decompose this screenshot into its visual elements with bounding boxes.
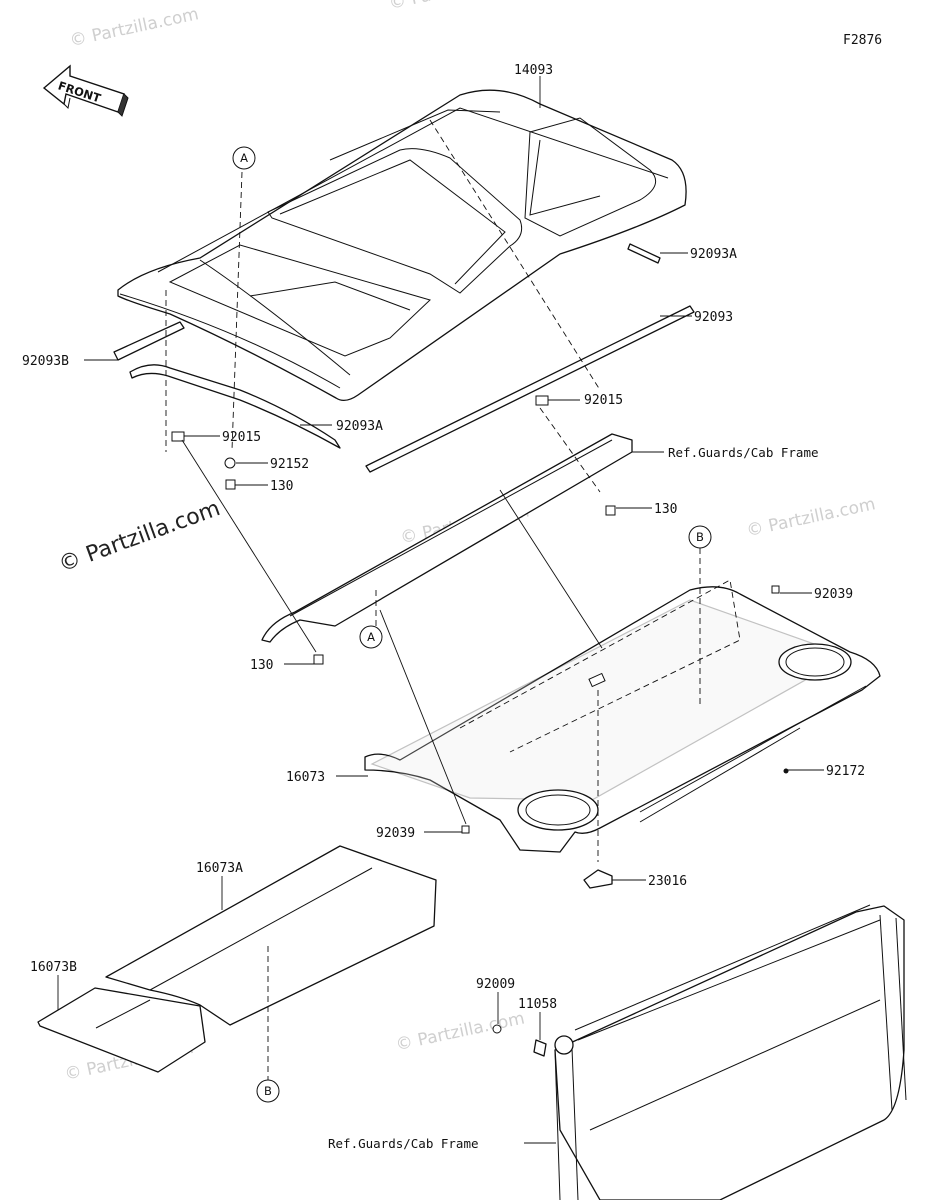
front-arrow-icon: FRONT [42, 64, 129, 117]
ref-guards-cab-frame-lower: Ref.Guards/Cab Frame [328, 1136, 479, 1151]
label-92093: 92093 [694, 310, 733, 325]
plug-icon [783, 768, 789, 774]
label-92172: 92172 [826, 764, 865, 779]
headliner-16073 [364, 579, 881, 853]
label-92039-lower: 92039 [376, 826, 415, 841]
label-23016: 23016 [648, 874, 687, 889]
clip-92015-left-icon [171, 431, 185, 442]
seal-92093a-right [627, 243, 661, 264]
seal-92093 [365, 305, 695, 473]
label-130-lower: 130 [250, 658, 273, 673]
label-11058: 11058 [518, 997, 557, 1012]
headliner-16073b [37, 987, 206, 1073]
label-16073a: 16073A [196, 861, 243, 876]
label-92093a-right: 92093A [690, 247, 737, 262]
watermark: © Partzilla.com [745, 494, 877, 541]
label-92015-right: 92015 [584, 393, 623, 408]
part-labels: 14093 92093A 92093 92093B 92093A 92015 9… [22, 63, 865, 1012]
headliner-16073a [105, 845, 437, 1026]
cab-frame [554, 904, 907, 1200]
seal-92093b [113, 321, 185, 361]
label-130-upper: 130 [270, 479, 293, 494]
speaker-hole-right [778, 643, 852, 681]
copyright-stamp: © Partzilla.com [56, 496, 224, 578]
bolt-icon [225, 479, 236, 490]
callout-a-mid: A [359, 625, 383, 649]
screw-icon [461, 825, 470, 834]
bolt-frame-icon [492, 1024, 502, 1034]
svg-text:A: A [240, 151, 248, 165]
seal-92093a-left [129, 364, 341, 449]
svg-text:B: B [264, 1084, 272, 1098]
clip-92015-right-icon [535, 395, 549, 406]
ref-guards-cab-frame-upper: Ref.Guards/Cab Frame [668, 445, 819, 460]
alignment-lines [165, 119, 701, 1085]
roof-bracket-panel [261, 433, 633, 643]
label-130-right: 130 [654, 502, 677, 517]
label-92152: 92152 [270, 457, 309, 472]
bolt-icon [605, 505, 616, 516]
svg-text:B: B [696, 530, 704, 544]
roof-panel [117, 89, 687, 402]
seal-strips [113, 243, 695, 473]
leader-lines [57, 76, 824, 1144]
label-92015-left: 92015 [222, 430, 261, 445]
label-14093: 14093 [514, 63, 553, 78]
bolt-icon [313, 654, 324, 665]
watermark: © Partzilla.com [68, 4, 200, 51]
clamp-icon [533, 1039, 547, 1057]
bracket-23016-icon [583, 869, 613, 889]
fasteners [171, 395, 789, 1057]
callout-b-bottom: B [256, 1079, 280, 1103]
callout-b-top: B [688, 525, 712, 549]
watermark: © Partzilla.com [387, 0, 519, 14]
watermark: © Partzilla.com [394, 1008, 526, 1055]
label-16073: 16073 [286, 770, 325, 785]
svg-text:A: A [367, 630, 375, 644]
figure-code: F2876 [843, 33, 882, 48]
washer-icon [224, 457, 236, 469]
label-92039-right: 92039 [814, 587, 853, 602]
speaker-hole-left [517, 789, 599, 831]
label-92093b: 92093B [22, 354, 69, 369]
label-92093a-left: 92093A [336, 419, 383, 434]
callout-a-top: A [232, 146, 256, 170]
copyright-text: © Partzilla.com [56, 496, 224, 578]
label-92009: 92009 [476, 977, 515, 992]
label-16073b: 16073B [30, 960, 77, 975]
screw-icon [771, 585, 780, 594]
